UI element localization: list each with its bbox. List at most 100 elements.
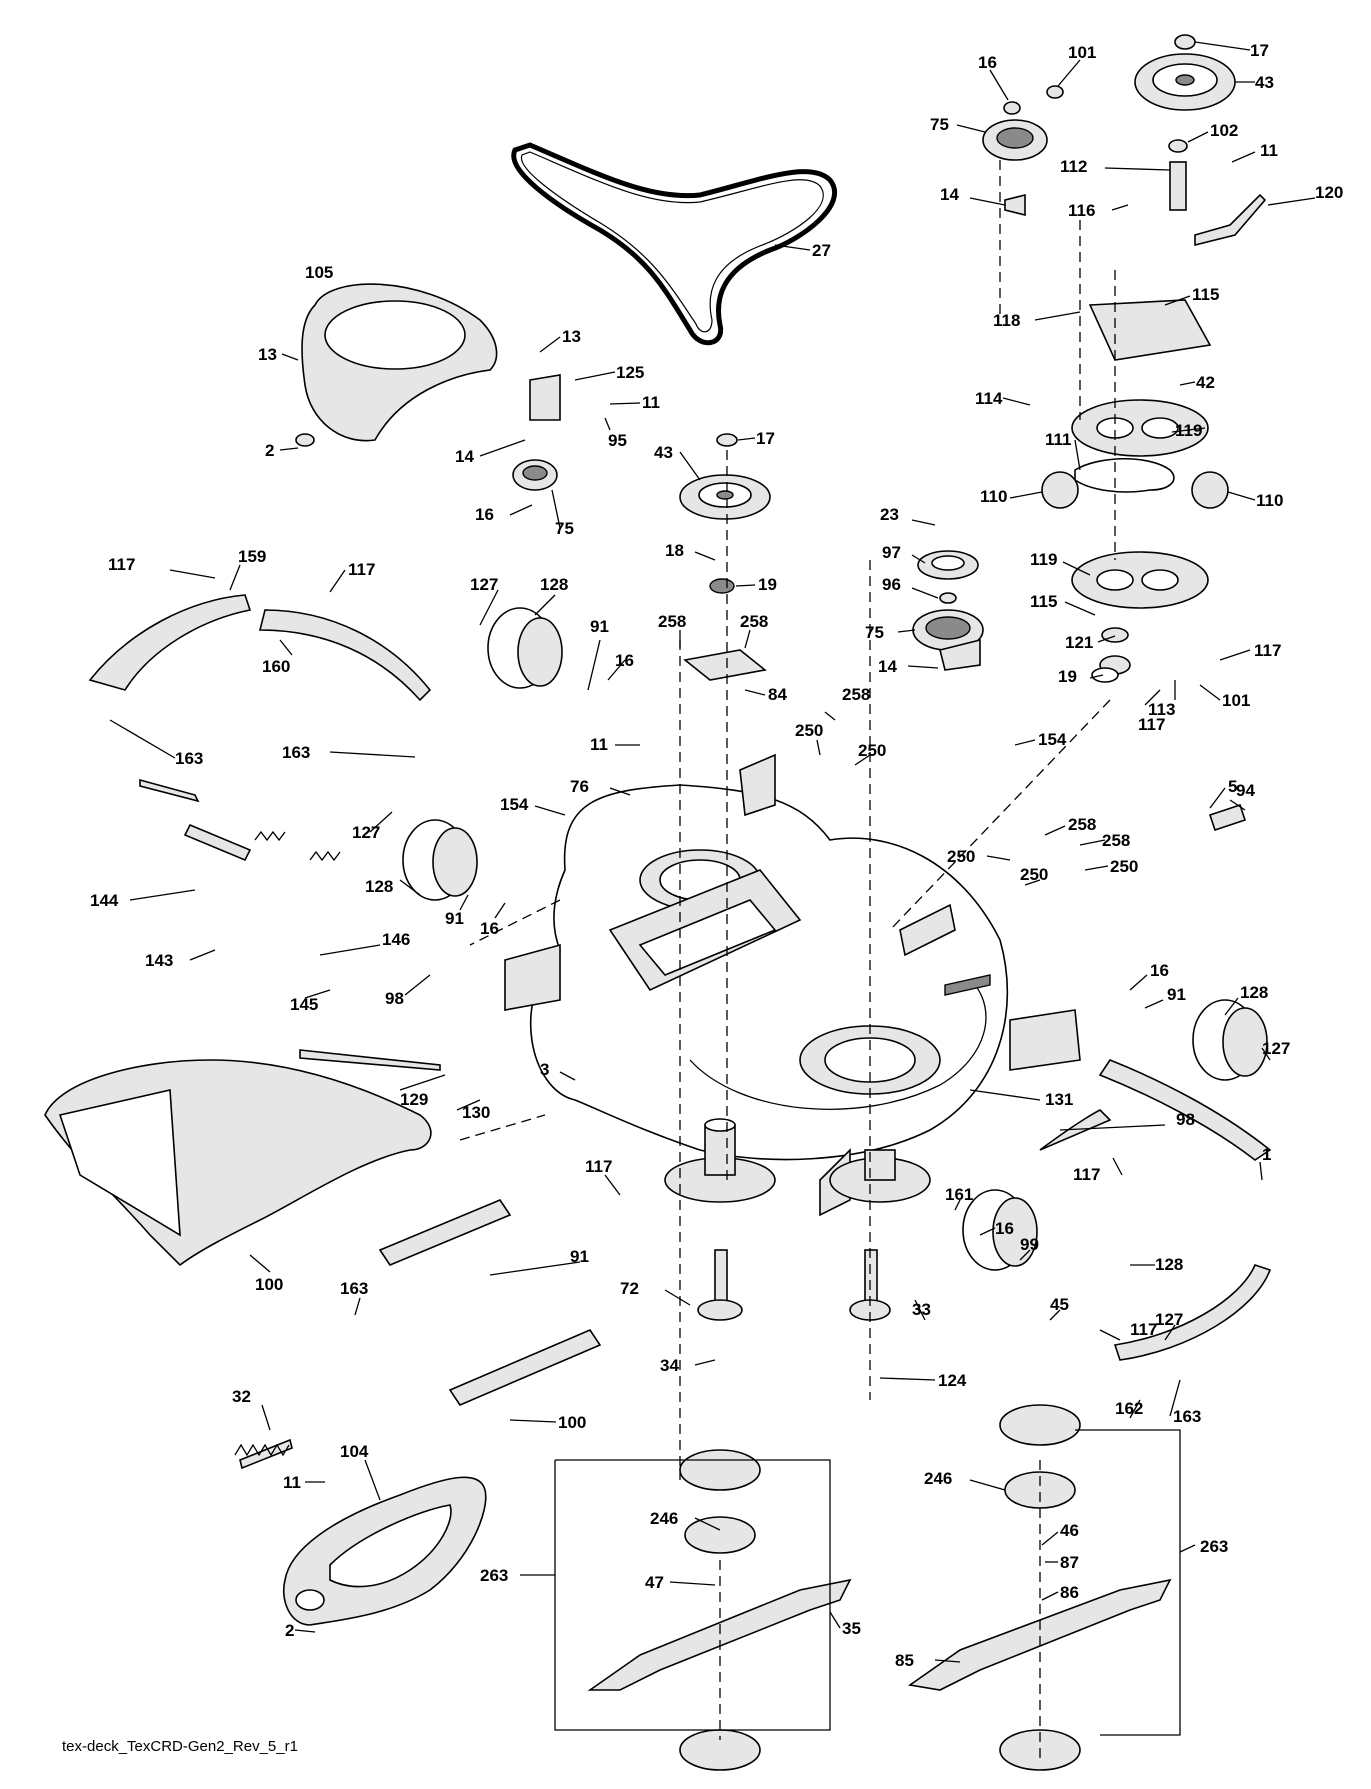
callout: 34 [660, 1356, 679, 1375]
callout: 121 [1065, 633, 1093, 652]
idler-pulley-icon [982, 85, 1188, 217]
callout: 128 [1155, 1255, 1183, 1274]
callout: 127 [1155, 1310, 1183, 1329]
callout: 91 [445, 909, 464, 928]
callout: 250 [947, 847, 975, 866]
callout: 100 [255, 1275, 283, 1294]
callout: 128 [1240, 983, 1268, 1002]
callout: 163 [1173, 1407, 1201, 1426]
callout: 23 [880, 505, 899, 524]
callout: 117 [1073, 1165, 1100, 1184]
callout: 16 [480, 919, 499, 938]
callout: 250 [858, 741, 886, 760]
callout: 85 [895, 1651, 914, 1670]
callout: 102 [1210, 121, 1238, 140]
belt-cover-icon [295, 283, 498, 447]
callout: 47 [645, 1573, 664, 1592]
callout: 161 [945, 1185, 973, 1204]
callout: 99 [1020, 1235, 1039, 1254]
callout: 72 [620, 1279, 639, 1298]
callout: 250 [1110, 857, 1138, 876]
callout: 97 [882, 543, 901, 562]
callout: 143 [145, 951, 173, 970]
callout: 144 [90, 891, 119, 910]
callout: 163 [282, 743, 310, 762]
pulley-icon [679, 433, 984, 651]
callout: 87 [1060, 1553, 1079, 1572]
idler-pulley-icon [512, 374, 561, 491]
callout: 127 [1262, 1039, 1290, 1058]
callout: 119 [1030, 550, 1057, 569]
callout: 124 [938, 1371, 967, 1390]
callout: 117 [1130, 1320, 1157, 1339]
callout: 98 [385, 989, 404, 1008]
callout: 101 [1222, 691, 1250, 710]
callout: 128 [540, 575, 568, 594]
callout: 43 [1255, 73, 1274, 92]
callout: 263 [1200, 1537, 1228, 1556]
callout: 13 [258, 345, 277, 364]
callout: 45 [1050, 1295, 1069, 1314]
callout: 258 [1068, 815, 1096, 834]
callout: 98 [1176, 1110, 1195, 1129]
callout: 43 [654, 443, 673, 462]
callout: 5 [1228, 777, 1237, 796]
callout: 27 [812, 241, 831, 260]
callout: 110 [1256, 491, 1283, 510]
drive-belt-icon [511, 142, 838, 346]
callout: 32 [232, 1387, 251, 1406]
callout: 18 [665, 541, 684, 560]
callout: 127 [470, 575, 498, 594]
callout: 146 [382, 930, 410, 949]
callout: 110 [980, 487, 1007, 506]
callout: 120 [1315, 183, 1343, 202]
callout: 111 [1045, 430, 1072, 449]
callout: 17 [1250, 41, 1269, 60]
gauge-wheel-icon [402, 607, 1268, 1271]
callout: 75 [555, 519, 574, 538]
callout: 101 [1068, 43, 1096, 62]
belt-cover-icon [283, 1476, 487, 1626]
callout: 130 [462, 1103, 490, 1122]
callout: 125 [616, 363, 644, 382]
callout: 128 [365, 877, 393, 896]
callout: 16 [978, 53, 997, 72]
callout: 104 [340, 1442, 369, 1461]
callout: 16 [475, 505, 494, 524]
callout: 86 [1060, 1583, 1079, 1602]
callout: 2 [265, 441, 274, 460]
callout: 11 [642, 393, 660, 412]
callout: 14 [940, 185, 959, 204]
callout: 3 [540, 1060, 549, 1079]
callout: 11 [1260, 141, 1278, 160]
spring-icon [234, 830, 341, 1457]
callout: 159 [238, 547, 266, 566]
blade-icon [587, 1404, 1172, 1771]
callout: 2 [285, 1621, 294, 1640]
callout: 117 [585, 1157, 612, 1176]
callout: 94 [1236, 781, 1255, 800]
callout: 46 [1060, 1521, 1079, 1540]
callout: 154 [500, 795, 529, 814]
callout: 154 [1038, 730, 1067, 749]
callout: 119 [1175, 421, 1202, 440]
callout: 16 [615, 651, 634, 670]
callout: 117 [108, 555, 135, 574]
callout: 91 [590, 617, 609, 636]
callout: 258 [842, 685, 870, 704]
callout: 117 [1138, 715, 1165, 734]
callout: 95 [608, 431, 627, 450]
callout: 1 [1262, 1145, 1271, 1164]
callout: 115 [1192, 285, 1219, 304]
callout: 13 [562, 327, 581, 346]
callout: 145 [290, 995, 318, 1014]
callout: 250 [795, 721, 823, 740]
callout: 131 [1045, 1090, 1073, 1109]
callout: 163 [175, 749, 203, 768]
callout: 258 [658, 612, 686, 631]
callout: 160 [262, 657, 290, 676]
callout: 105 [305, 263, 333, 282]
callout: 11 [590, 735, 608, 754]
callout: 250 [1020, 865, 1048, 884]
callout: 258 [740, 612, 768, 631]
